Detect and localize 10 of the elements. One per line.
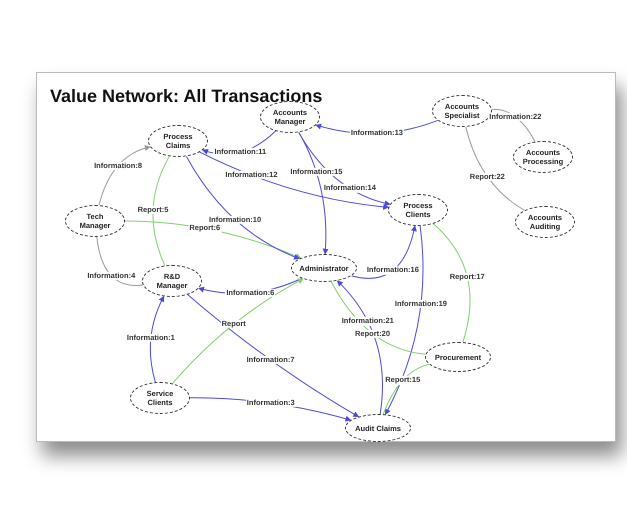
connector-arrow bbox=[336, 280, 383, 415]
connector-arrow bbox=[172, 278, 304, 384]
connector-arrow bbox=[150, 296, 164, 383]
diagram-title: Value Network: All Transactions bbox=[50, 86, 322, 107]
connector-arrow bbox=[199, 152, 390, 210]
connector-arrow bbox=[98, 145, 151, 206]
connector-arrow bbox=[186, 156, 300, 260]
connector-arrow bbox=[298, 132, 328, 255]
connector-arrow bbox=[384, 225, 424, 416]
connector-arrow bbox=[187, 294, 360, 418]
